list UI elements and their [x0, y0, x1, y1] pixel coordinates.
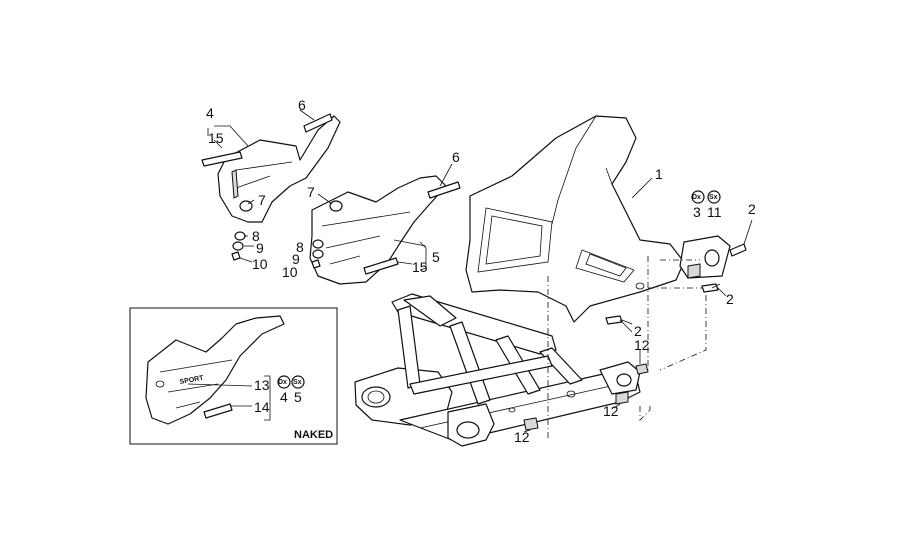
- callout-4: 4: [206, 105, 214, 121]
- callout-11: 11: [707, 204, 722, 220]
- sx-badge-top: Sx: [709, 194, 718, 201]
- callout-labels: 1 2 2 2 3 11 12 12 12 4 15 6 6 7 7 8 9 1…: [206, 97, 756, 445]
- left-guard-assembly: [201, 113, 341, 261]
- callout-5: 5: [432, 249, 440, 265]
- callout-12-right: 12: [634, 337, 650, 353]
- callout-2-right: 2: [726, 291, 734, 307]
- naked-inset: SPORT Dx Sx NAKED: [129, 307, 338, 445]
- callout-8-right: 8: [296, 239, 304, 255]
- dx-badge-top: Dx: [692, 194, 701, 201]
- callout-15-right: 15: [412, 259, 428, 275]
- assembly-lines: [547, 256, 707, 440]
- callout-3: 3: [693, 204, 701, 220]
- callout-5-naked: 5: [294, 389, 302, 405]
- callout-1: 1: [655, 166, 663, 182]
- callout-12-bottom: 12: [514, 429, 530, 445]
- callout-10-left: 10: [252, 256, 268, 272]
- callout-9-left: 9: [256, 240, 264, 256]
- callout-6-right: 6: [452, 149, 460, 165]
- right-guard-assembly: [309, 175, 461, 285]
- callout-8-left: 8: [252, 228, 260, 244]
- callout-2-center: 2: [634, 323, 642, 339]
- callout-10-right: 10: [282, 264, 298, 280]
- chain-guard: [465, 115, 731, 323]
- naked-caption: NAKED: [294, 429, 333, 441]
- sx-badge-naked: Sx: [293, 379, 302, 386]
- callout-7-left: 7: [258, 192, 266, 208]
- callout-6-left: 6: [298, 97, 306, 113]
- callout-2-top: 2: [748, 201, 756, 217]
- callout-14: 14: [254, 399, 270, 415]
- callout-9-right: 9: [292, 251, 300, 267]
- swingarm-frame: [354, 293, 641, 447]
- callout-7-right: 7: [307, 184, 315, 200]
- callout-12-lower: 12: [603, 403, 619, 419]
- leader-lines: [207, 109, 721, 333]
- dx-badge-naked: Dx: [278, 379, 287, 386]
- callout-15-left: 15: [208, 130, 224, 146]
- callout-4-naked: 4: [280, 389, 288, 405]
- sport-logo: SPORT: [179, 375, 205, 386]
- hardware: Dx Sx: [523, 190, 753, 433]
- callout-13: 13: [254, 377, 270, 393]
